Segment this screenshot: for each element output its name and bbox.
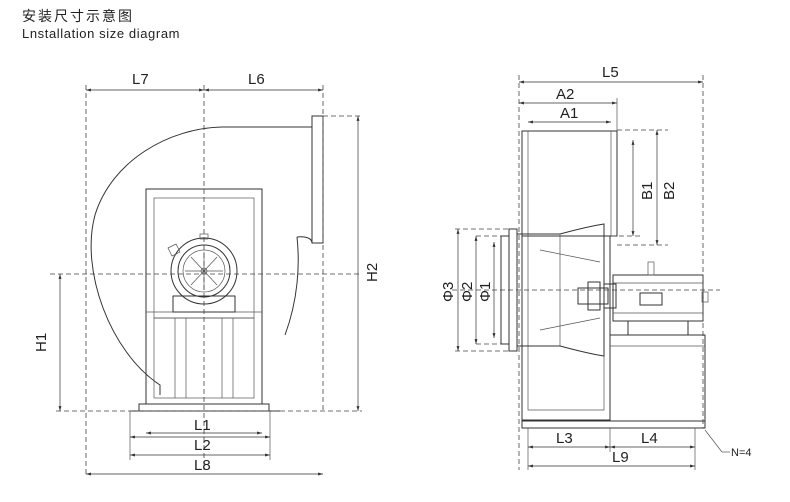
dim-label-phi2: Φ2 <box>459 282 476 302</box>
dim-label-b2: B2 <box>661 182 678 200</box>
front-view: L7 L6 H1 H2 L1 L2 L8 <box>33 71 381 476</box>
dim-label-l1: L1 <box>194 417 211 434</box>
dim-label-a2: A2 <box>556 86 574 103</box>
dim-label-l3: L3 <box>556 430 573 447</box>
dim-label-phi1: Φ1 <box>477 282 494 302</box>
dim-label-l9: L9 <box>612 449 629 466</box>
dim-label-a1: A1 <box>560 105 578 122</box>
dim-label-l8: L8 <box>194 457 211 474</box>
side-base-plate <box>521 420 706 429</box>
volute-casing <box>90 126 312 395</box>
side-motor <box>612 261 709 336</box>
dim-label-l4: L4 <box>641 430 658 447</box>
dim-label-l6: L6 <box>248 71 265 88</box>
outlet-duct <box>521 130 618 237</box>
bolt-count-label: N=4 <box>731 447 752 459</box>
dim-label-b1: B1 <box>639 182 656 200</box>
diagram-title-english: Lnstallation size diagram <box>22 26 181 41</box>
dim-label-l2: L2 <box>194 437 211 454</box>
dim-label-h1: H1 <box>33 333 50 352</box>
dim-label-l5: L5 <box>602 64 619 81</box>
motor <box>167 233 238 313</box>
dim-label-phi3: Φ3 <box>440 282 457 302</box>
dim-label-h2: H2 <box>364 263 381 282</box>
side-view: L5 A2 A1 B1 B2 Φ3 Φ2 Φ1 L3 L4 L9 N=4 <box>440 64 752 470</box>
diagram-title-chinese: 安装尺寸示意图 <box>22 8 134 24</box>
dim-label-l7: L7 <box>132 71 149 88</box>
outlet-flange <box>311 115 324 244</box>
